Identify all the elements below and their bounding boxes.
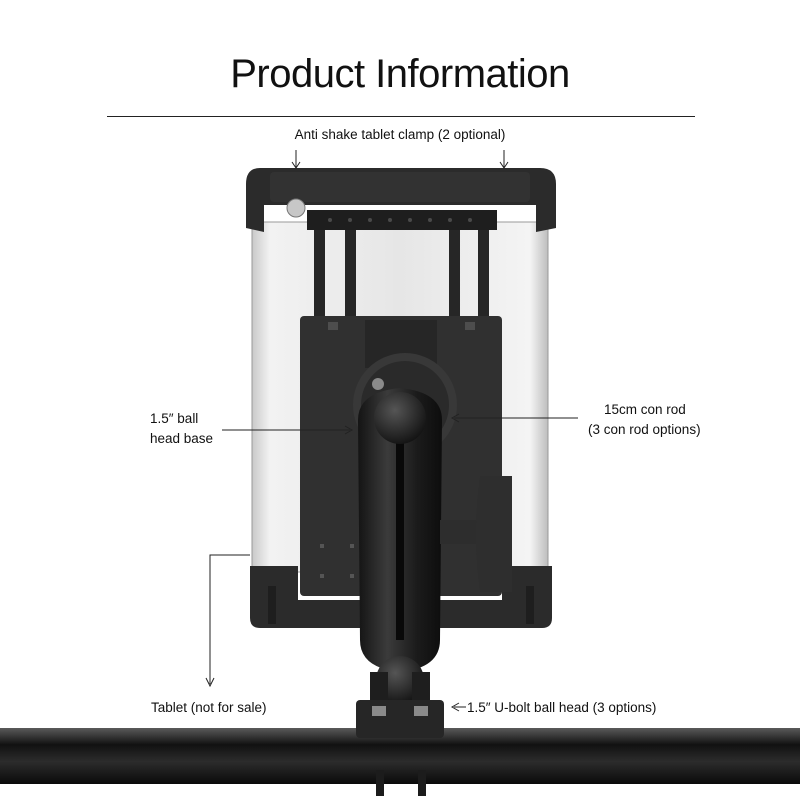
callout-lines <box>205 150 578 712</box>
tightening-knob <box>440 476 512 592</box>
top-clamp <box>246 168 556 232</box>
ball-head-base-label: 1.5″ ball head base <box>150 409 213 449</box>
con-rod-label-line1: 15cm con rod <box>604 402 686 417</box>
con-rod-arm <box>358 388 442 672</box>
u-bolt-label: 1.5″ U-bolt ball head (3 options) <box>467 700 657 715</box>
con-rod-label-line2: (3 con rod options) <box>588 422 701 437</box>
clamp-label: Anti shake tablet clamp (2 optional) <box>294 127 506 142</box>
ball-head-base-label-line2: head base <box>150 431 214 446</box>
con-rod-label: 15cm con rod (3 con rod options) <box>588 400 701 440</box>
tablet-label: Tablet (not for sale) <box>151 700 267 715</box>
ball-head-base-label-line1: 1.5″ ball <box>150 411 199 426</box>
page-title: Product Information <box>230 52 570 96</box>
extension-rails <box>314 230 489 322</box>
u-bolt-ball-head <box>356 656 444 796</box>
title-divider <box>107 116 695 117</box>
bottom-clamp <box>250 566 552 628</box>
